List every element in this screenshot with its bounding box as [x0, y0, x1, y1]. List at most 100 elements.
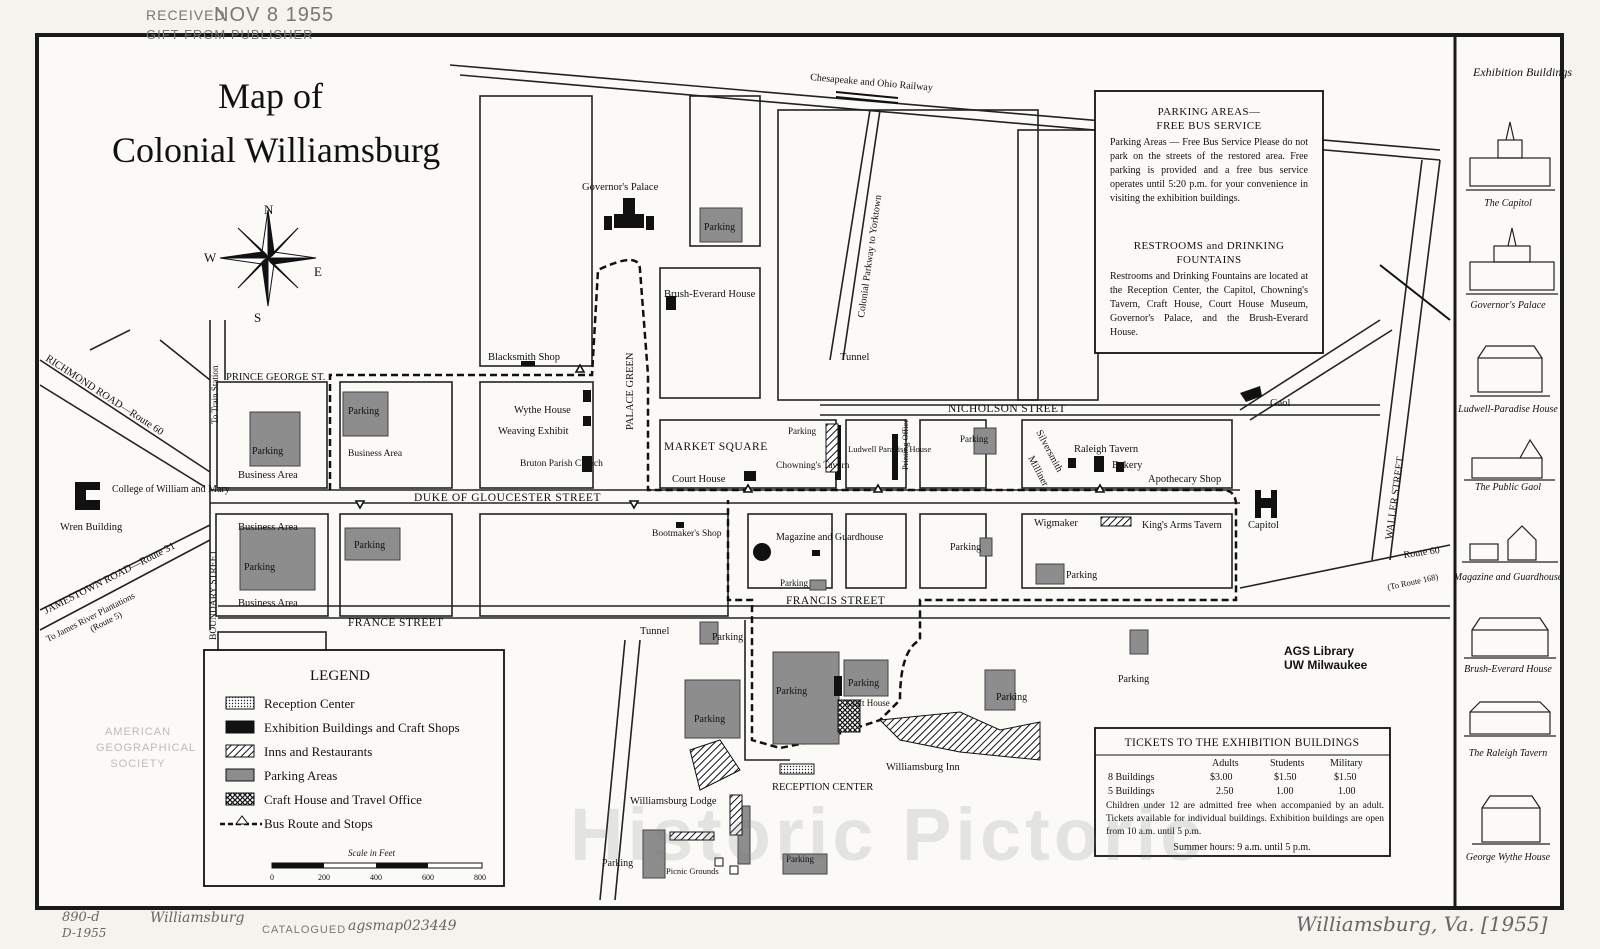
- footer-right-note: Williamsburg, Va. [1955]: [1296, 912, 1548, 936]
- label-parking-17: Parking: [786, 854, 814, 864]
- footer-catalogued: CATALOGUED: [262, 924, 347, 936]
- label-tunnel-2: Tunnel: [640, 626, 669, 637]
- legend-item-6: Bus Route and Stops: [264, 816, 373, 831]
- sidebar-item-governors-palace: Governor's Palace: [1470, 300, 1546, 311]
- bus-route: [328, 258, 1238, 750]
- parking-box-text: Parking Areas — Free Bus Service Please …: [1110, 137, 1308, 204]
- legend-swatches: [220, 696, 262, 826]
- watermark: Historic Pictoric: [570, 793, 1206, 876]
- stamp-received: RECEIVED: [146, 7, 226, 23]
- tickets-row1-military: $1.50: [1334, 772, 1357, 783]
- street-boundary: BOUNDARY STREET: [209, 550, 219, 640]
- label-picnic: Picnic Grounds: [666, 866, 719, 876]
- library-line2: UW Milwaukee: [1284, 658, 1368, 672]
- label-chownings: Chowning's Tavern: [776, 461, 850, 471]
- inns-restaurants: [669, 423, 1132, 841]
- sidebar-item-raleigh: The Raleigh Tavern: [1469, 748, 1548, 759]
- label-williamsburg-lodge: Williamsburg Lodge: [630, 796, 717, 807]
- scale-tick-400: 400: [370, 873, 382, 882]
- label-williamsburg-inn: Williamsburg Inn: [886, 762, 961, 773]
- tickets-row1-students: $1.50: [1274, 772, 1297, 783]
- compass-e: E: [314, 264, 322, 279]
- label-governors-palace: Governor's Palace: [582, 182, 659, 193]
- library-line1: AGS Library: [1284, 644, 1355, 658]
- label-apothecary: Apothecary Shop: [1148, 474, 1221, 485]
- legend-title: LEGEND: [310, 668, 370, 684]
- footer-accession: agsmap023449: [348, 918, 457, 934]
- legend-item-1: Reception Center: [264, 696, 355, 711]
- parking-box-text2: Restrooms and Drinking Fountains are loc…: [1110, 271, 1308, 338]
- tickets-row1-adults: $3.00: [1210, 772, 1233, 783]
- stamp-left: AMERICAN GEOGRAPHICAL SOCIETY: [96, 724, 195, 772]
- label-college: College of William and Mary: [112, 484, 230, 495]
- governors-palace-sketch-icon: [1466, 227, 1558, 295]
- label-parking-14: Parking: [694, 714, 725, 725]
- scale-bar: [271, 862, 483, 869]
- footer-call1: 890-d: [62, 910, 100, 925]
- footer-call2: D-1955: [62, 926, 107, 940]
- label-magazine: Magazine and Guardhouse: [776, 532, 884, 543]
- scale-tick-200: 200: [318, 873, 330, 882]
- parking-box-title4: FOUNTAINS: [1176, 254, 1241, 266]
- compass-n: N: [264, 202, 274, 217]
- tickets-header-military: Military: [1330, 758, 1363, 769]
- george-wythe-sketch-icon: [1472, 795, 1550, 845]
- label-bakery: Bakery: [1112, 460, 1143, 471]
- sidebar-item-magazine: Magazine and Guardhouse: [1453, 572, 1563, 583]
- label-parking-4: Parking: [244, 562, 275, 573]
- label-craft-house: Craft House: [846, 698, 890, 708]
- street-route60: Route 60: [1403, 545, 1441, 561]
- label-tunnel-1: Tunnel: [840, 352, 869, 363]
- label-business-area-1: Business Area: [238, 470, 298, 481]
- label-parking-5: Parking: [704, 222, 735, 233]
- legend-item-3: Inns and Restaurants: [264, 744, 372, 759]
- sidebar-sketches: [1462, 121, 1558, 845]
- tickets-header-adults: Adults: [1212, 758, 1239, 769]
- tickets-row2-military: 1.00: [1338, 786, 1356, 797]
- bus-stops: [354, 363, 1106, 510]
- craft-house-building: [837, 699, 861, 733]
- label-wigmaker: Wigmaker: [1034, 518, 1078, 529]
- label-parking-2: Parking: [348, 406, 379, 417]
- street-duke-of-gloucester: DUKE OF GLOUCESTER STREET: [414, 492, 601, 504]
- label-parking-13: Parking: [848, 678, 879, 689]
- label-parking-18: Parking: [602, 858, 633, 869]
- label-business-area-3: Business Area: [238, 522, 298, 533]
- sidebar-item-wythe: George Wythe House: [1466, 852, 1551, 863]
- label-court-house: Court House: [672, 474, 726, 485]
- compass-s: S: [254, 310, 261, 325]
- label-parking-6: Parking: [960, 434, 988, 444]
- map-title-line1: Map of: [218, 76, 323, 116]
- tickets-row1-label: 8 Buildings: [1108, 772, 1155, 783]
- street-nicholson: NICHOLSON STREET: [948, 403, 1066, 415]
- stamp-left-line1: AMERICAN: [104, 726, 172, 738]
- footer-name: Williamsburg: [150, 910, 245, 926]
- map-title-line2: Colonial Williamsburg: [112, 130, 440, 170]
- tickets-box: [1094, 727, 1391, 857]
- label-blacksmith: Blacksmith Shop: [488, 352, 560, 363]
- legend-item-5: Craft House and Travel Office: [264, 792, 422, 807]
- public-gaol-sketch-icon: [1464, 438, 1555, 481]
- stamp-left-line3: SOCIETY: [110, 758, 166, 770]
- scale-tick-800: 800: [474, 873, 486, 882]
- compass-rose: [219, 209, 317, 307]
- scale-title: Scale in Feet: [348, 848, 395, 858]
- street-to-train: To Train Station: [210, 365, 220, 424]
- tickets-row2-adults: 2.50: [1216, 786, 1234, 797]
- label-gaol: Gaol: [1270, 398, 1290, 409]
- parking-box-title1: PARKING AREAS—: [1158, 106, 1261, 118]
- label-parking-1: Parking: [252, 446, 283, 457]
- sidebar-item-gaol: The Public Gaol: [1475, 482, 1541, 493]
- parking-areas: [239, 207, 1149, 879]
- library-stamp: AGS Library UW Milwaukee: [1284, 644, 1367, 672]
- brush-everard-sketch-icon: [1464, 617, 1556, 659]
- sidebar-title: Exhibition Buildings: [1472, 65, 1572, 79]
- parking-info-box: [1094, 90, 1324, 354]
- street-palace-green: PALACE GREEN: [625, 352, 636, 430]
- label-ludwell: Ludwell Paradise House: [848, 444, 931, 454]
- tickets-row2-label: 5 Buildings: [1108, 786, 1155, 797]
- parking-box-title2: FREE BUS SERVICE: [1156, 120, 1261, 132]
- label-wren: Wren Building: [60, 522, 123, 533]
- street-france: FRANCE STREET: [348, 617, 444, 629]
